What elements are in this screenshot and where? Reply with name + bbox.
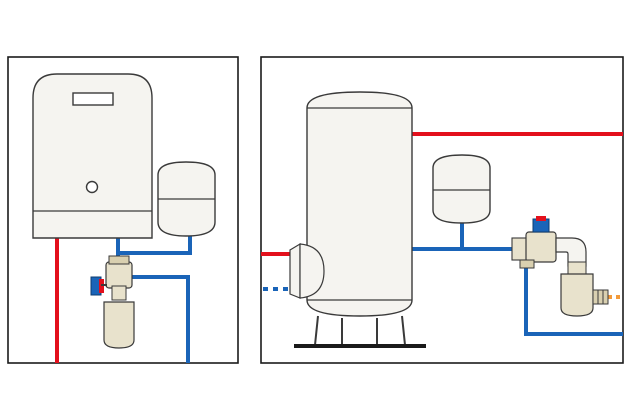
drain-funnel-neck-right [567, 261, 587, 275]
drain-funnel-body-right [560, 273, 594, 317]
hose-connector-right [592, 289, 609, 305]
cylinder-leg-1 [314, 315, 319, 346]
expansion-vessel-right-body [432, 154, 491, 224]
cylinder-base-plate [294, 344, 426, 348]
drain-funnel-left [103, 285, 135, 349]
power-indicator-icon [85, 180, 99, 194]
display-window-icon [72, 92, 114, 106]
valve-body-right [525, 231, 557, 263]
expansion-vessel-left [157, 161, 216, 237]
right-pipes [261, 132, 623, 336]
safety-valve-group-left [90, 255, 133, 296]
drain-funnel-right [560, 261, 609, 317]
panel-right [260, 56, 624, 364]
valve-bottom-nut [519, 259, 535, 269]
wall-boiler-body [32, 73, 153, 239]
wall-boiler [32, 73, 153, 239]
expansion-vessel-right [432, 154, 491, 224]
valve-knob-red-top [536, 216, 546, 221]
cylinder-side-dome [299, 243, 325, 299]
panel-left [7, 56, 239, 364]
safety-valve-group-right [511, 216, 587, 269]
cold-pipe-outlet [128, 275, 190, 363]
left-pipes [55, 234, 192, 363]
drain-funnel-neck-left [111, 285, 127, 301]
valve-top-cap-left [108, 255, 130, 265]
cold-pipe-boiler-to-vessel [116, 234, 192, 255]
cylinder-inlet-flange [289, 242, 301, 299]
storage-cylinder [289, 91, 426, 348]
valve-body-left [105, 261, 133, 289]
drain-funnel-body-left [103, 301, 135, 349]
cylinder-leg-4 [401, 315, 406, 346]
cold-pipe-outlet-right [524, 265, 623, 336]
